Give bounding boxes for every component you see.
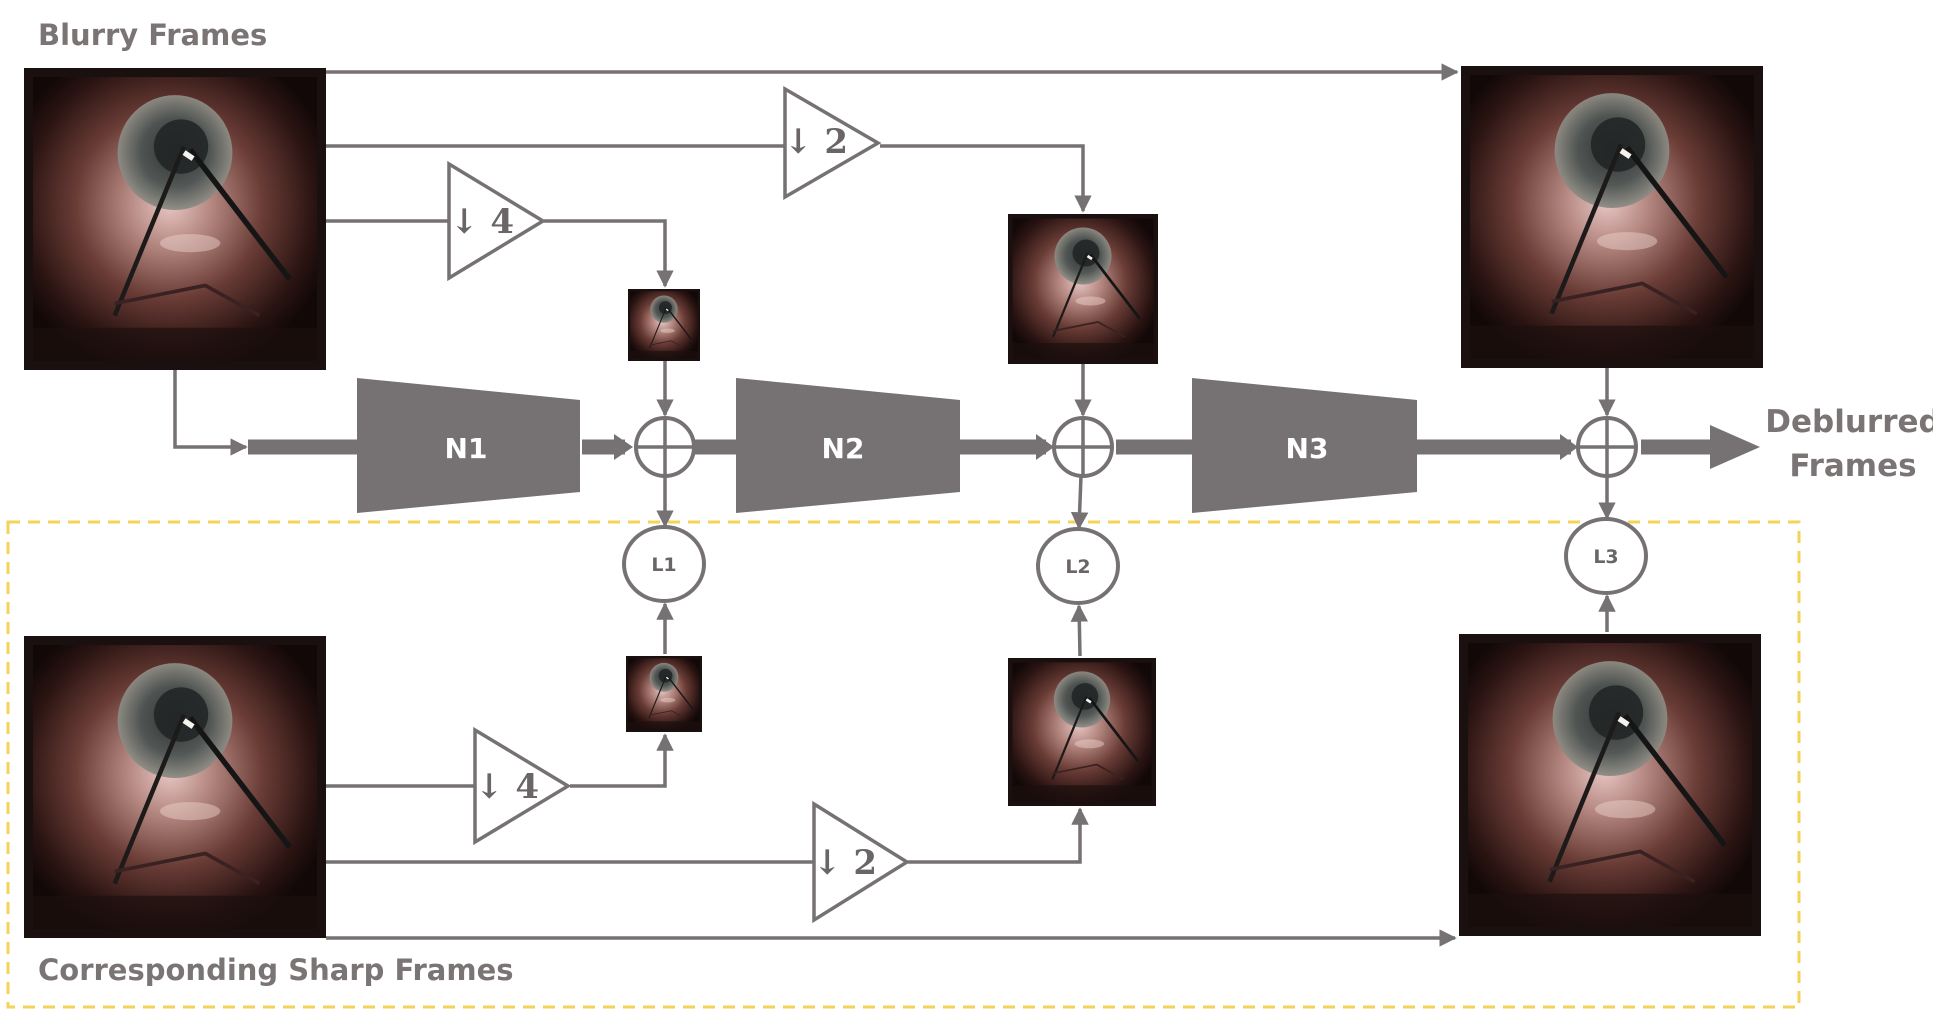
- deblurred-frame-output: [1461, 66, 1763, 368]
- downsample-x2-blurry-label: ↓ 2: [784, 122, 848, 162]
- loss-l1-label: L1: [651, 554, 676, 576]
- downsample-x4-blurry: ↓ 4: [447, 160, 547, 282]
- loss-node-l3: L3: [1564, 517, 1648, 595]
- arrow-into-sum2-icon: [1036, 434, 1054, 460]
- sharp-frame-quarter: [626, 656, 702, 732]
- sharp-frame-full: [24, 636, 326, 938]
- downsample-x4-blurry-label: ↓ 4: [450, 202, 514, 242]
- sharp-frame-half: [1008, 658, 1156, 806]
- output-arrow-icon: [1710, 425, 1760, 469]
- sharp-frame-target: [1459, 634, 1761, 936]
- deblurred-label-line2: Frames: [1789, 448, 1916, 484]
- edge-blurry-down: [173, 370, 248, 456]
- network-n3-label: N3: [1286, 432, 1329, 465]
- blurry-frames-label: Blurry Frames: [38, 18, 267, 52]
- downsample-x2-sharp-label: ↓ 2: [813, 843, 877, 883]
- downsample-x4-sharp: ↓ 4: [473, 726, 572, 846]
- loss-node-l2: L2: [1036, 527, 1120, 605]
- loss-l2-label: L2: [1065, 556, 1090, 578]
- network-n2-block: [736, 378, 960, 513]
- sum-node-3: [1576, 416, 1638, 478]
- downsample-x2-sharp: ↓ 2: [812, 800, 911, 924]
- downsample-x2-blurry: ↓ 2: [783, 85, 882, 201]
- edge-down4-to-quarter: [544, 219, 674, 288]
- arrow-into-sum3-icon: [1560, 434, 1578, 460]
- edge-down2-to-sharp-half: [908, 807, 1089, 864]
- downsample-x4-sharp-label: ↓ 4: [475, 767, 539, 807]
- loss-node-l1: L1: [622, 525, 706, 603]
- loss-l3-label: L3: [1593, 546, 1618, 568]
- blurry-frame-quarter: [628, 289, 700, 361]
- sum-node-1: [634, 416, 696, 478]
- network-n2-label: N2: [822, 432, 865, 465]
- edge-down2-to-half: [880, 144, 1092, 213]
- network-n1-block: [357, 378, 580, 513]
- edge-down4-to-sharp-quarter: [570, 733, 674, 788]
- sharp-frames-region: [6, 520, 1801, 1009]
- sharp-frames-label: Corresponding Sharp Frames: [38, 953, 514, 987]
- edge-sharp-half-to-l2: [1070, 604, 1089, 657]
- deblurred-label-line1: Deblurred: [1765, 404, 1933, 440]
- network-n3-block: [1192, 378, 1417, 513]
- blurry-frame-full: [24, 68, 326, 370]
- blurry-frame-half: [1008, 214, 1158, 364]
- network-n1-label: N1: [445, 432, 488, 465]
- arrow-into-sum1-icon: [614, 434, 633, 460]
- edge-sum2-to-l2: [1070, 475, 1089, 530]
- sum-node-2: [1052, 416, 1114, 478]
